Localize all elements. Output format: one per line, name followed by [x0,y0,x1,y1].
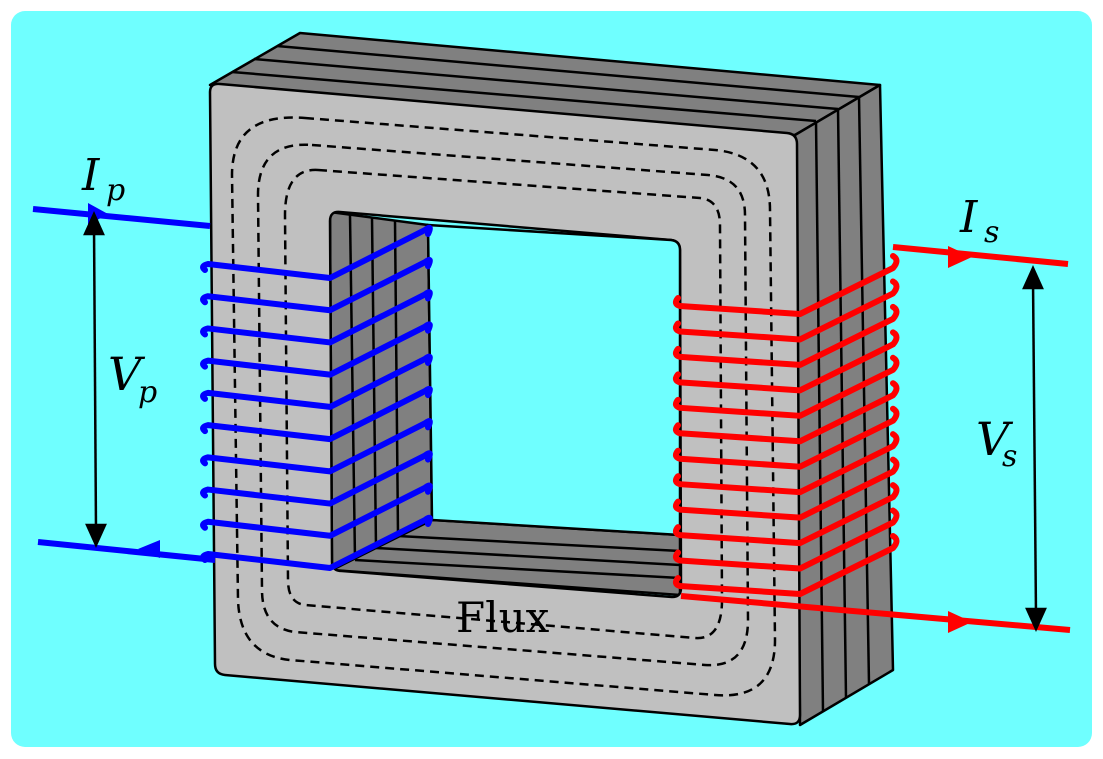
secondary-voltage-arrow [1022,264,1047,633]
svg-text:V: V [976,412,1014,466]
secondary-turn [672,354,900,419]
core-window [426,223,682,537]
svg-text:V: V [108,347,146,401]
flux-label: Flux [456,593,550,642]
core-laminations [208,31,895,727]
secondary-turn [672,405,900,470]
svg-text:p: p [138,375,157,410]
primary-turn [200,482,433,539]
label-primary-voltage: V p [108,347,157,410]
svg-text:s: s [984,215,999,250]
secondary-turn [672,253,900,317]
primary-winding [200,224,433,571]
primary-turn [200,321,433,378]
secondary-turn [672,329,900,394]
secondary-current-arrow [948,246,972,268]
secondary-turn [672,303,900,368]
secondary-turn [672,278,900,343]
secondary-return-arrow [948,611,972,633]
label-secondary-current: I s [959,192,999,250]
primary-turn [200,450,433,507]
primary-turn [200,353,433,410]
secondary-turn [672,380,900,445]
primary-return-arrow [138,540,160,558]
secondary-turn [672,431,900,496]
primary-leads [32,206,216,563]
primary-turn [200,256,433,314]
primary-voltage-arrow [83,210,107,549]
secondary-leads [680,244,1071,633]
secondary-turn [672,507,900,572]
secondary-winding [672,253,900,597]
svg-text:I: I [81,150,101,201]
label-primary-current: I p [81,150,125,208]
secondary-turn [672,456,900,521]
primary-turn [200,385,433,443]
primary-turn [200,224,433,281]
flux-paths [230,116,777,697]
secondary-turn [672,533,900,597]
primary-turn [200,418,433,475]
svg-text:I: I [959,192,979,243]
primary-turn [200,289,433,346]
svg-text:s: s [1002,439,1017,474]
label-secondary-voltage: V s [976,412,1017,474]
secondary-turn [672,482,900,547]
svg-text:p: p [106,173,125,208]
